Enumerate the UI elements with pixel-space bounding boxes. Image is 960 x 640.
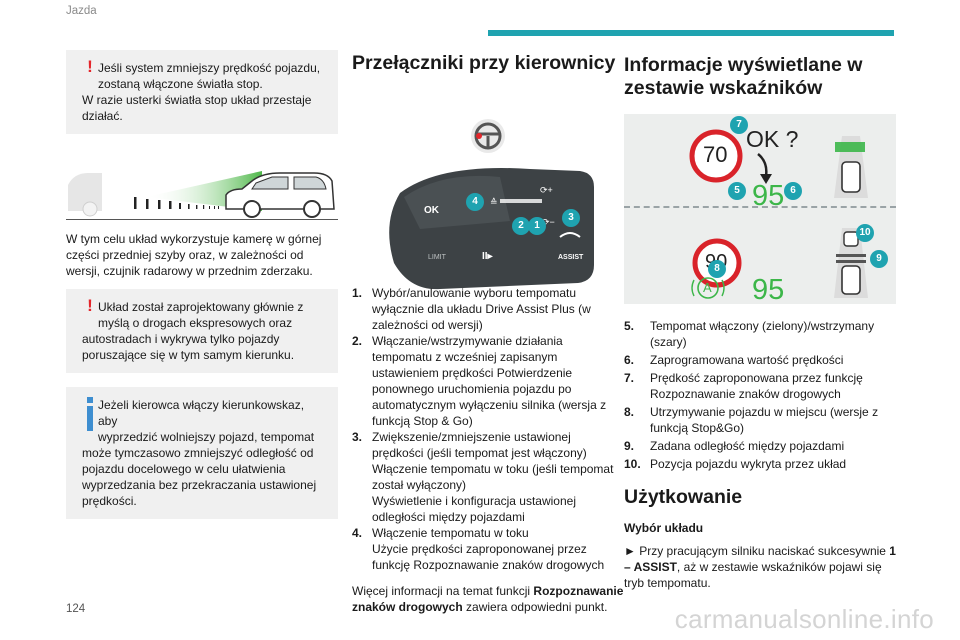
right-column: Informacje wyświetlane w zestawie wskaźn…: [624, 54, 896, 591]
svg-text:⟳−: ⟳−: [542, 217, 555, 227]
watermark-text: carmanualsonline.info: [674, 604, 934, 634]
auto-hold-icon: [697, 277, 719, 299]
notice-line: Jeśli system zmniejszy prędkość pojazdu,: [98, 61, 321, 75]
list-item: 5.Tempomat włączony (zielony)/wstrzymany…: [624, 319, 875, 349]
notice-line: myślą o drogach ekspresowych oraz: [98, 316, 293, 330]
callout-badge-10: 10: [856, 224, 874, 242]
warning-exclamation-icon: !: [87, 57, 93, 76]
list-item: 6.Zaprogramowana wartość prędkości: [624, 353, 844, 367]
notice-line: Jeżeli kierowca włączy kierunkowskaz, ab…: [98, 398, 305, 428]
list-item: 7.Prędkość zaproponowana przez funkcję R…: [624, 371, 863, 401]
notice-line: zostaną włączone światła stop.: [98, 77, 263, 91]
svg-text:⟳+: ⟳+: [540, 185, 553, 195]
callout-badge-3: 3: [562, 209, 580, 227]
ok-prompt: OK ?: [746, 126, 799, 152]
speed-sign-top: [689, 129, 743, 183]
svg-text:≙: ≙: [490, 197, 498, 207]
callout-badge-4: 4: [466, 193, 484, 211]
auto-hold-letter: A: [703, 280, 712, 295]
set-speed-top: 95: [752, 180, 785, 212]
steering-switch-panel: OK ⟳+ ⟳− ≙ LIMIT II▸ ASSIST: [389, 168, 594, 290]
switch-function-list: 1.Wybór/anulowanie wyboru tempomatu wyłą…: [352, 285, 624, 573]
svg-text:II▸: II▸: [482, 251, 494, 262]
dashed-separator: [624, 206, 896, 208]
list-item: 3.Zwiększenie/zmniejszenie ustawionej pr…: [352, 430, 614, 524]
radar-detection-illustration: [66, 167, 338, 219]
info-icon: [86, 397, 94, 431]
steering-switches-illustration: OK ⟳+ ⟳− ≙ LIMIT II▸ ASSIST 1 2 3 4: [352, 83, 624, 290]
callout-badge-8: 8: [708, 260, 726, 278]
callout-badge-1: 1: [528, 217, 546, 235]
callout-badge-6: 6: [784, 182, 802, 200]
header-accent-bar: [488, 30, 894, 36]
usage-subheading: Wybór układu: [624, 521, 704, 535]
callout-badge-9: 9: [870, 250, 888, 268]
list-item: 9.Zadana odległość między pojazdami: [624, 439, 845, 453]
divider: [66, 219, 338, 220]
lane-bottom-icon: [834, 228, 868, 298]
list-item: 2.Włączanie/wstrzymywanie działania temp…: [352, 334, 607, 428]
usage-paragraph: ► Przy pracującym silniku naciskać sukce…: [624, 544, 896, 590]
car-following-icon: [68, 171, 335, 218]
callout-badge-2: 2: [512, 217, 530, 235]
middle-column: Przełączniki przy kierownicy OK ⟳+ ⟳− ≙ …: [352, 52, 624, 615]
more-info-paragraph: Więcej informacji na temat funkcji Rozpo…: [352, 584, 624, 614]
page-number: 124: [66, 603, 86, 615]
warning-exclamation-icon: !: [87, 296, 93, 315]
notice-text: autostradach i wykrywa tylko pojazdy por…: [82, 332, 295, 362]
lane-top-icon: [834, 136, 868, 198]
set-speed-bottom: 95: [752, 274, 785, 306]
list-item: 8.Utrzymywanie pojazdu w miejscu (wersje…: [624, 405, 879, 435]
section-heading: Przełączniki przy kierownicy: [352, 52, 616, 74]
info-notice-overtaking: Jeżeli kierowca włączy kierunkowskaz, ab…: [66, 387, 338, 519]
steering-wheel-icon: [471, 119, 505, 153]
notice-line: wyprzedzić wolniejszy pojazd, tempomat: [98, 430, 315, 444]
notice-text: może tymczasowo zmniejszyć odległość od …: [82, 446, 317, 508]
display-legend-list: 5.Tempomat włączony (zielony)/wstrzymany…: [624, 318, 896, 472]
section-heading: Informacje wyświetlane w zestawie wskaźn…: [624, 54, 863, 99]
callout-badge-5: 5: [728, 182, 746, 200]
section-title: Jazda: [66, 5, 97, 17]
notice-text: W razie usterki światła stop układ przes…: [82, 93, 312, 123]
limit-switch-label: LIMIT: [428, 254, 447, 261]
ok-switch-label: OK: [424, 205, 440, 216]
warning-notice-brake-lights: ! Jeśli system zmniejszy prędkość pojazd…: [66, 50, 338, 134]
notice-line: Układ został zaprojektowany głównie z: [98, 300, 304, 314]
usage-heading: Użytkowanie: [624, 486, 743, 508]
instrument-cluster-display: 70 OK ? 95 90 A 95 7 5 6 10 8 9: [624, 114, 896, 306]
left-column: ! Jeśli system zmniejszy prędkość pojazd…: [66, 50, 338, 519]
sign-top-value: 70: [703, 142, 728, 167]
camera-radar-paragraph: W tym celu układ wykorzystuje kamerę w g…: [66, 232, 322, 278]
list-item: 1.Wybór/anulowanie wyboru tempomatu wyłą…: [352, 286, 591, 332]
warning-notice-highways: ! Układ został zaprojektowany głównie z …: [66, 289, 338, 373]
assist-switch-label: ASSIST: [558, 254, 584, 261]
callout-badge-7: 7: [730, 116, 748, 134]
list-item: 10.Pozycja pojazdu wykryta przez układ: [624, 457, 847, 471]
